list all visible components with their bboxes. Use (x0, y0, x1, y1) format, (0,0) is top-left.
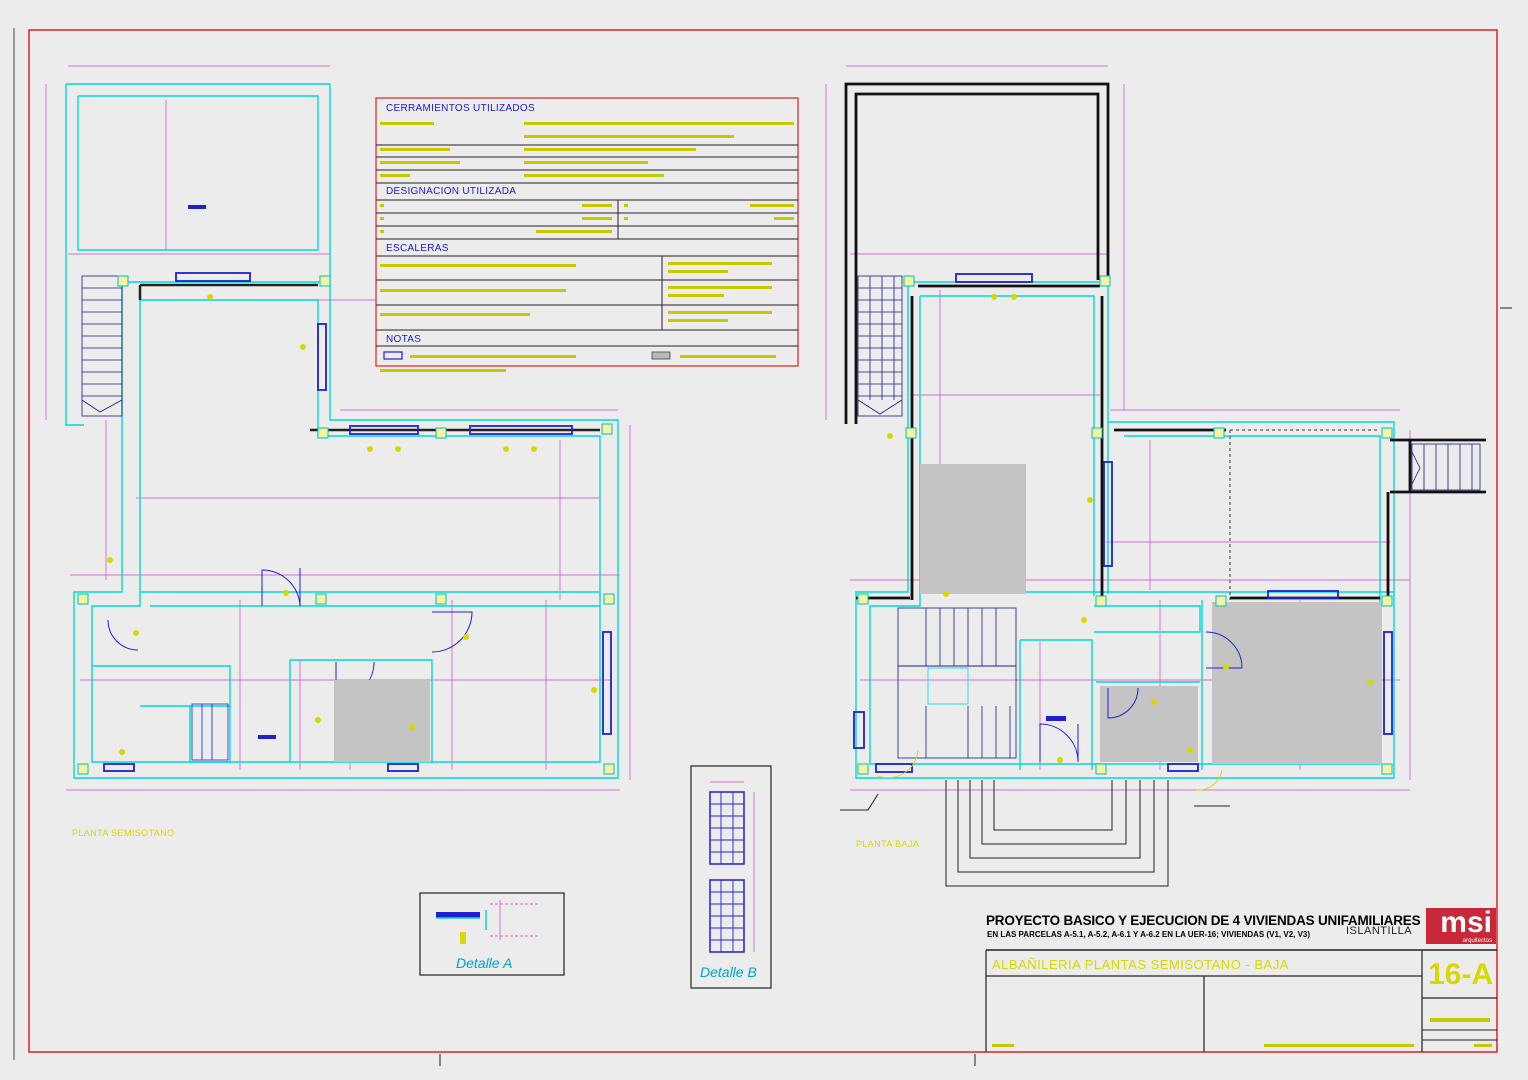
windows-left (103, 272, 612, 772)
firm-logo: msi arquitectos (1426, 908, 1496, 948)
doors-right (1039, 631, 1243, 763)
plan-label-baja: PLANTA BAJA (856, 839, 920, 849)
leader-lines-right (840, 793, 1230, 811)
firm-logo-text: msi (1426, 908, 1496, 938)
columns-left (77, 275, 615, 775)
plan-semisotano (45, 65, 631, 791)
plan-baja (825, 65, 1486, 887)
shaded-area-right-1 (920, 464, 1026, 594)
stair-left (81, 275, 123, 417)
dim-text-marks-right (887, 294, 1373, 763)
project-location: ISLANTILLA (1346, 925, 1413, 937)
project-title: PROYECTO BASICO Y EJECUCION DE 4 VIVIEND… (986, 913, 1421, 928)
legend-designacion-title: DESIGNACION UTILIZADA (386, 186, 517, 197)
dim-text-marks-left (107, 205, 597, 755)
small-stair-left (191, 703, 229, 761)
dashed-lines-right (1229, 429, 1380, 600)
detail-a-frame (419, 892, 565, 976)
detail-b-frame (690, 765, 772, 989)
sheet-frame (28, 29, 1498, 1053)
dimension-lines-left (45, 65, 631, 791)
legend-table (375, 97, 799, 372)
plan-label-semisotano: PLANTA SEMISOTANO (72, 828, 175, 838)
shaded-area-left (334, 680, 430, 762)
thick-walls-right (844, 82, 1486, 600)
detail-b-label: Detalle B (700, 964, 757, 980)
shaded-area-right-2 (1212, 602, 1382, 764)
legend-notas-title: NOTAS (386, 334, 422, 345)
legend-cerramientos-title: CERRAMIENTOS UTILIZADOS (386, 103, 535, 114)
columns-right (857, 275, 1393, 775)
windows-right (853, 273, 1393, 773)
legend-fill-text (380, 122, 794, 372)
legend-escaleras-title: ESCALERAS (386, 243, 449, 254)
legend-swatch-blue (383, 351, 403, 360)
sheet-title: ALBAÑILERIA PLANTAS SEMISOTANO - BAJA (992, 957, 1289, 972)
swing-arcs-right (877, 749, 1223, 791)
project-subtitle: EN LAS PARCELAS A-5.1, A-5.2, A-6.1 Y A-… (987, 930, 1311, 939)
stair-right (857, 275, 1481, 759)
thick-walls-left (138, 283, 600, 432)
entrance-steps (945, 780, 1169, 887)
legend-swatch-gray (651, 351, 671, 360)
detail-a-label: Detalle A (456, 955, 513, 971)
shaded-area-right-3 (1100, 686, 1198, 762)
sheet-number: 16-A (1428, 958, 1494, 991)
firm-logo-subtext: arquitectos (1426, 938, 1496, 944)
title-block-frame (985, 949, 1497, 1052)
